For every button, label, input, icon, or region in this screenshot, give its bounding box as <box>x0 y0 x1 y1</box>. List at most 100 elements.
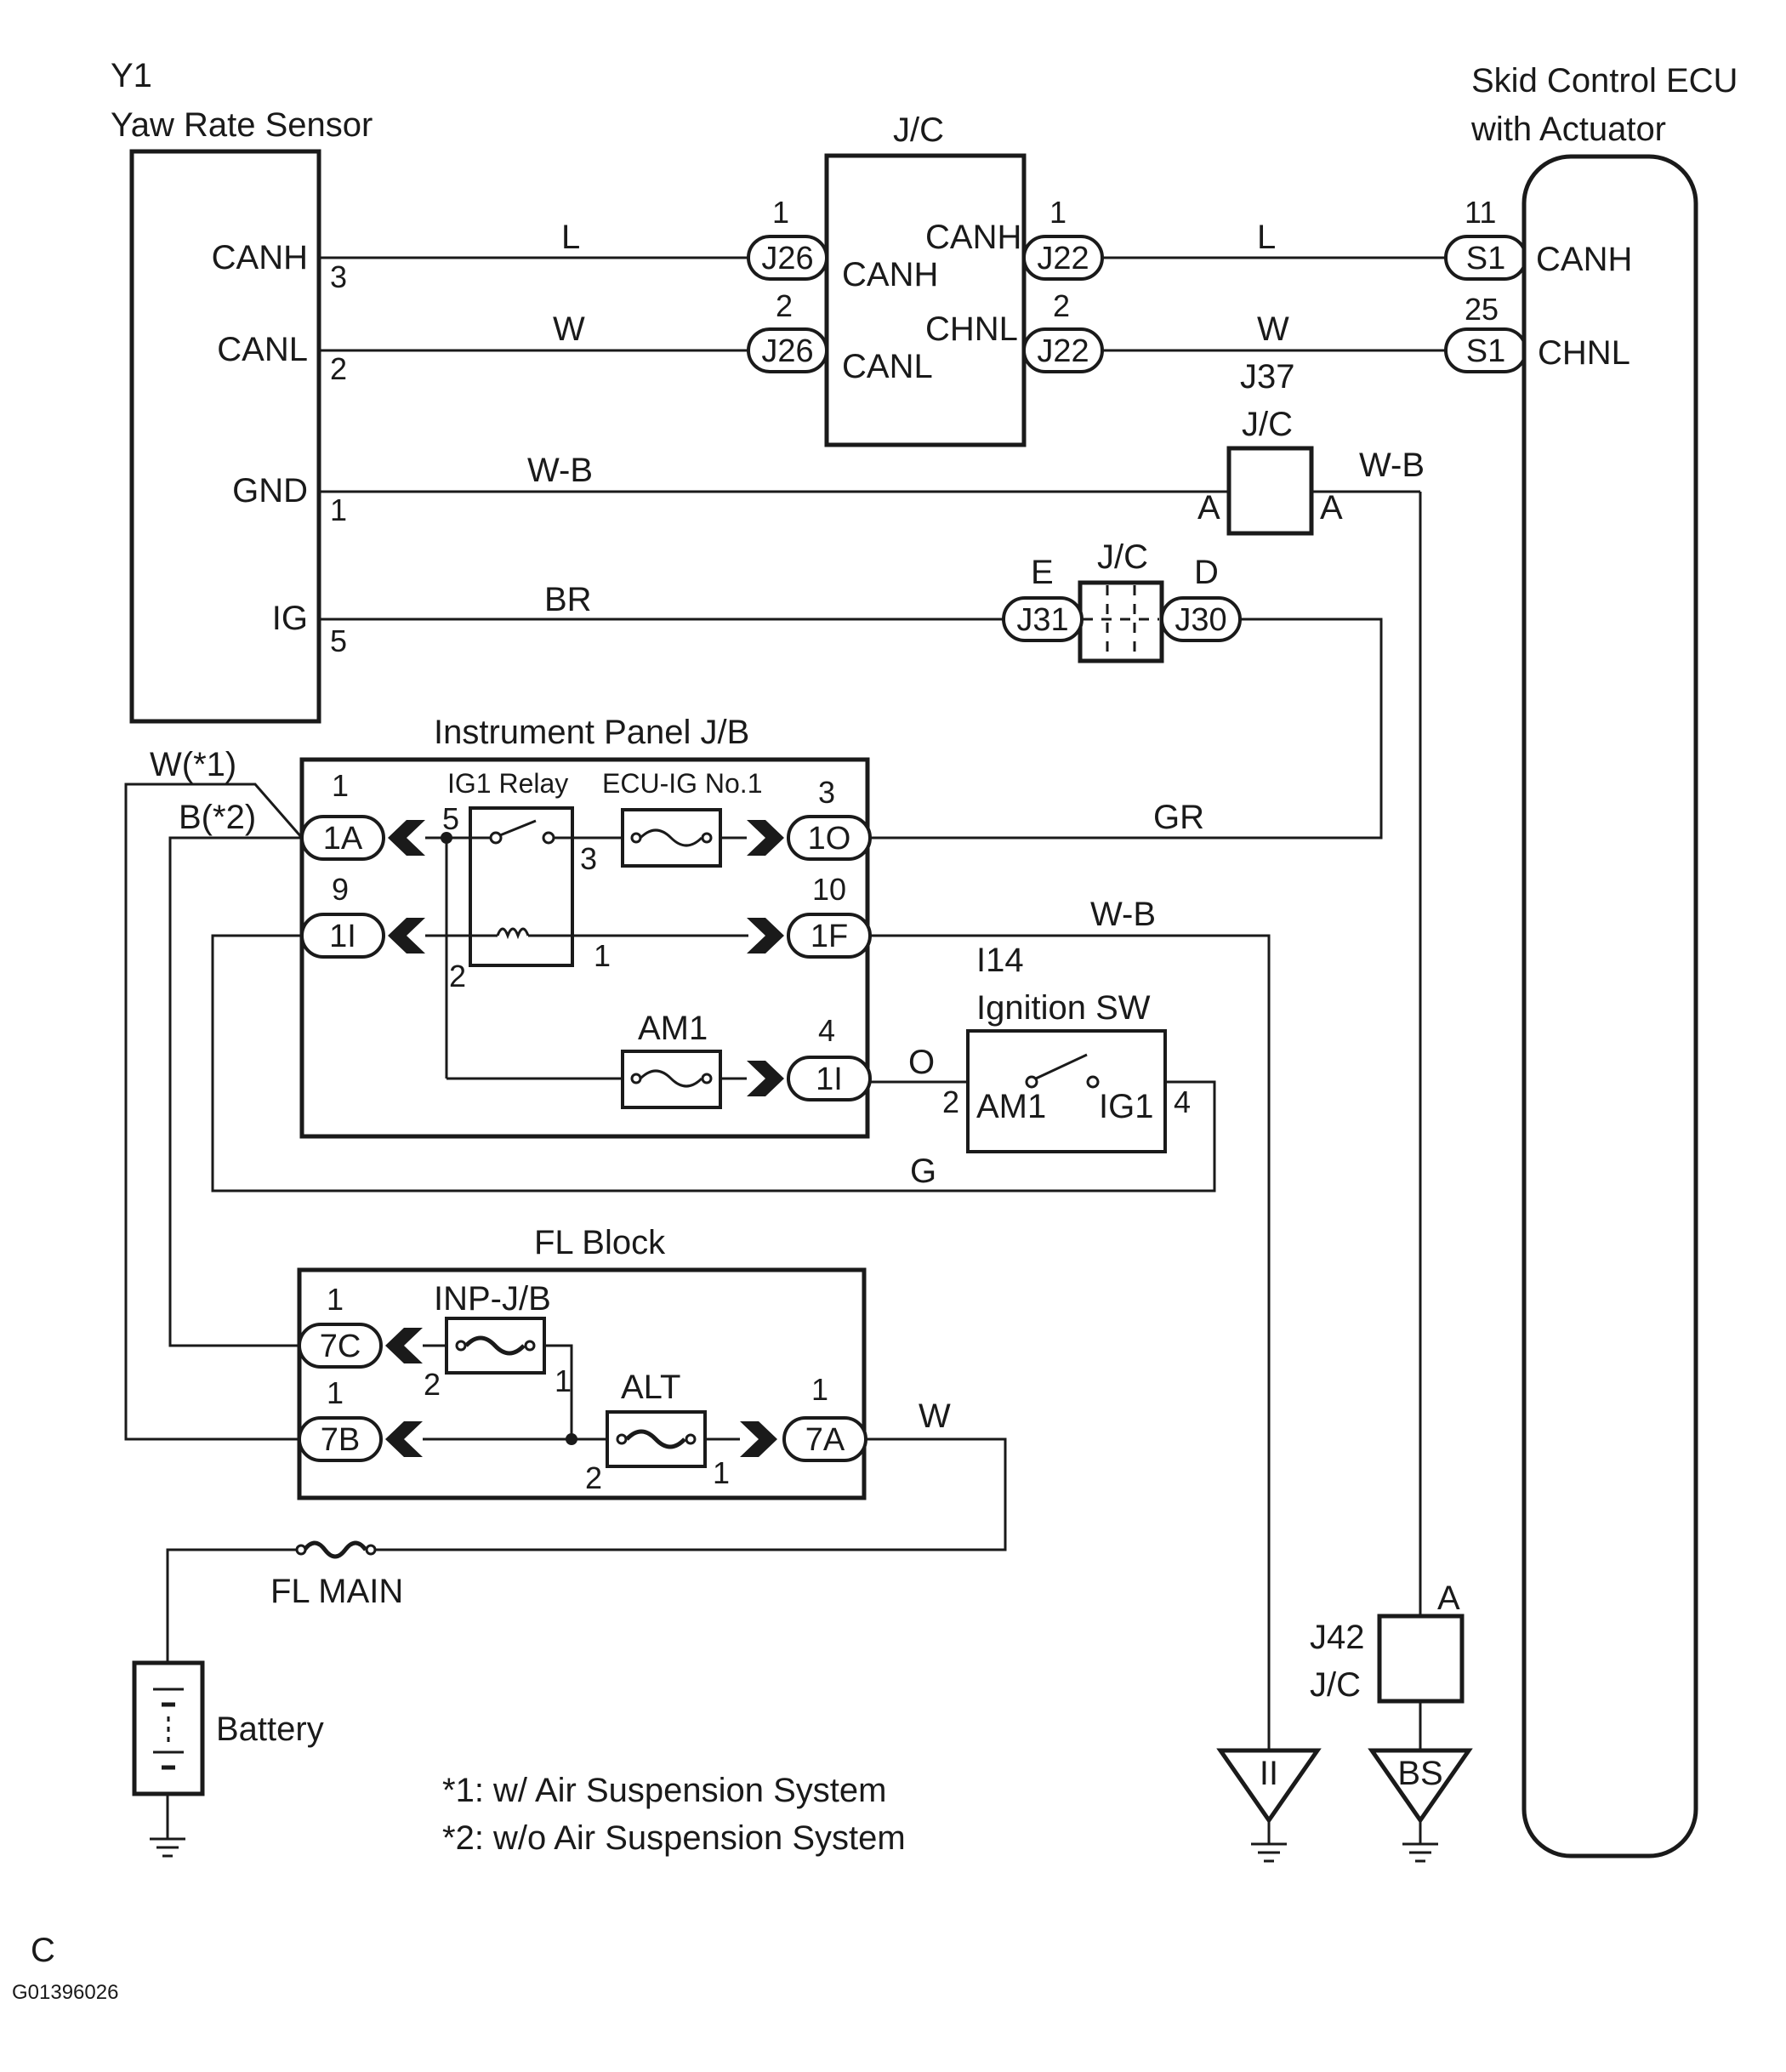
yaw-pin-num-canl: 2 <box>330 351 347 386</box>
fl-main-term-right <box>365 1544 377 1556</box>
wire-label-canh-left: L <box>561 219 580 256</box>
wire-label-w1: W(*1) <box>150 746 236 783</box>
yaw-sensor-ref: Y1 <box>111 57 152 94</box>
wire-wb-ground <box>870 934 1271 1762</box>
pin-inp-2: 2 <box>424 1367 441 1402</box>
wire-label-gr: GR <box>1153 799 1204 836</box>
pin-s1-canh: 11 <box>1465 195 1496 230</box>
pin-1o: 3 <box>818 775 835 810</box>
note-2: *2: w/o Air Suspension System <box>442 1819 906 1857</box>
connector-7b <box>298 1416 383 1462</box>
fuse-ecu-term-left <box>630 832 642 844</box>
wire-label-w-alt: W <box>919 1397 951 1435</box>
connector-1i-top-label: 1I <box>329 919 356 954</box>
ign-sw-name: Ignition SW <box>976 989 1151 1027</box>
pin-1i-top: 9 <box>332 872 349 907</box>
connector-1o-label: 1O <box>808 821 851 857</box>
yaw-pin-num-canh: 3 <box>330 259 347 294</box>
pin-j26-canh: 1 <box>772 195 789 230</box>
connector-j26-canl-label: J26 <box>761 333 813 369</box>
ground-point-bs <box>1368 1748 1473 1824</box>
pin-alt-2: 2 <box>585 1460 602 1495</box>
arrow-1i-bot <box>747 1061 784 1096</box>
pin-j26-canl: 2 <box>776 288 793 323</box>
connector-j26-canh-label: J26 <box>761 241 813 276</box>
ground-bs-label: BS <box>1397 1755 1442 1792</box>
yaw-pin-num-gnd: 1 <box>330 492 347 527</box>
jc-j37-left: A <box>1197 489 1220 527</box>
wire-label-wb-ground: W-B <box>1090 896 1156 933</box>
pin-7b: 1 <box>327 1375 344 1410</box>
connector-7a-label: 7A <box>805 1422 845 1458</box>
connector-j22-chnl <box>1022 327 1104 373</box>
ign-sw-am1: AM1 <box>976 1088 1046 1125</box>
jc-j30-right: D <box>1194 554 1219 591</box>
wire-label-canh-right: L <box>1257 219 1276 256</box>
jc-can-left-canl: CANL <box>842 348 933 385</box>
wire-label-ig: BR <box>544 581 592 618</box>
wire-fl-main-battery <box>166 1548 297 1663</box>
pin-7c: 1 <box>327 1282 344 1317</box>
wire-label-o: O <box>908 1044 935 1081</box>
connector-1a-label: 1A <box>323 821 363 857</box>
fuse-icon <box>639 828 703 847</box>
wire-label-gnd-right: W-B <box>1359 447 1425 484</box>
jc-j30-label: J/C <box>1097 538 1148 576</box>
wire-label-g: G <box>910 1153 936 1190</box>
fuse-ecu-term-right <box>701 832 713 844</box>
wire-label-chnl-right: W <box>1257 310 1289 348</box>
yaw-pin-gnd: GND <box>232 472 308 509</box>
ign-sw-pin-right: 4 <box>1174 1084 1191 1119</box>
arrow-1i-top <box>388 918 425 953</box>
jc-j37-ref: J37 <box>1240 358 1295 396</box>
fl-block-box <box>297 1267 867 1500</box>
connector-j22-canh <box>1022 235 1104 281</box>
fl-main-term-left <box>295 1544 307 1556</box>
yaw-pin-ig: IG <box>272 600 308 637</box>
fl-block-title: FL Block <box>534 1224 666 1261</box>
relay-switch-arm <box>499 819 537 837</box>
ground-point-ii <box>1216 1748 1322 1824</box>
ip-jb-title: Instrument Panel J/B <box>434 714 749 751</box>
ign-sw-ref: I14 <box>976 942 1024 979</box>
fuse-am1-icon <box>639 1069 703 1088</box>
pin-1i-bot: 4 <box>818 1013 835 1048</box>
jc-j42-label: J/C <box>1310 1666 1361 1704</box>
fuse-inp-term-right <box>524 1340 536 1352</box>
arrow-1f <box>747 918 784 953</box>
fusible-link-icon <box>464 1335 526 1356</box>
connector-1i-bot <box>787 1056 872 1101</box>
ig1-relay-box <box>469 806 574 967</box>
connector-1i-bot-label: 1I <box>816 1062 843 1097</box>
connector-7c <box>298 1323 383 1369</box>
pin-alt-1: 1 <box>713 1455 730 1490</box>
skid-ecu-line1: Skid Control ECU <box>1471 62 1738 100</box>
connector-j31 <box>1002 596 1084 642</box>
figure-id: G01396026 <box>12 1981 118 2004</box>
connector-j30-label: J30 <box>1175 602 1226 638</box>
skid-ecu-pin-chnl: CHNL <box>1538 334 1630 372</box>
jc-j42-top: A <box>1437 1580 1460 1617</box>
connector-s1-chnl-label: S1 <box>1466 333 1505 369</box>
ground-ii-label: II <box>1260 1755 1278 1792</box>
connector-j26-canl <box>747 327 828 373</box>
arrow-7a <box>740 1421 777 1457</box>
pin-relay-3: 3 <box>580 841 597 876</box>
fuse-alt-term-right <box>685 1433 697 1445</box>
yaw-pin-num-ig: 5 <box>330 623 347 658</box>
battery-label: Battery <box>216 1711 324 1748</box>
relay-contact-right <box>542 831 555 845</box>
ign-sw-box <box>966 1029 1167 1153</box>
yaw-sensor-box <box>129 149 321 724</box>
skid-ecu-pin-canh: CANH <box>1536 241 1632 278</box>
jc-j37-right: A <box>1320 489 1343 527</box>
pin-j22-chnl: 2 <box>1053 288 1070 323</box>
jc-can-right-chnl: CHNL <box>925 310 1018 348</box>
yaw-pin-canl: CANL <box>217 331 308 368</box>
fuse-am1-label: AM1 <box>638 1010 708 1047</box>
fuse-am1-term-right <box>701 1073 713 1084</box>
fuse-am1-term-left <box>630 1073 642 1084</box>
ign-contact-left <box>1025 1075 1038 1089</box>
fuse-ecu-ig-label: ECU-IG No.1 <box>602 768 762 799</box>
